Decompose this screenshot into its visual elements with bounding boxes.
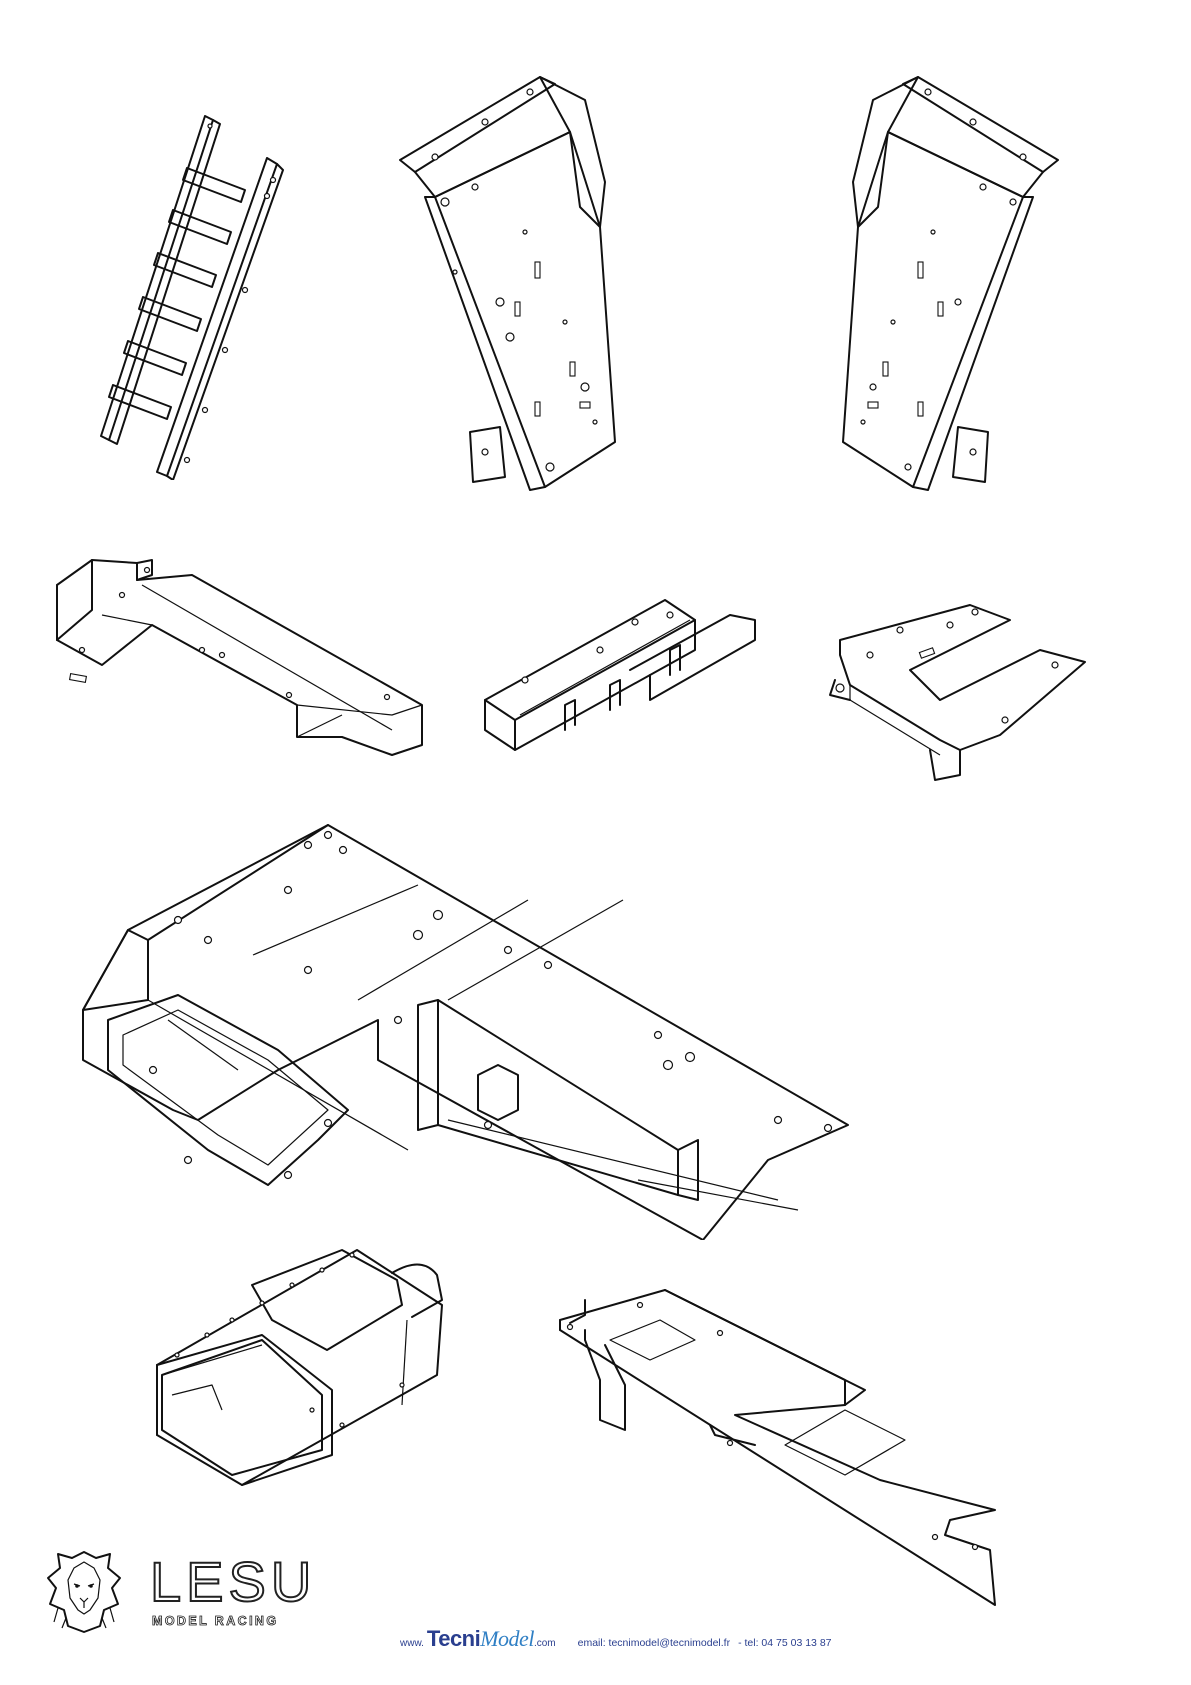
- right-step-bracket-drawing: [828, 72, 1063, 502]
- hinge-mount-plate-drawing: [810, 600, 1095, 800]
- box-housing-assembly-drawing: [152, 1245, 472, 1490]
- website-brand-tecni: Tecni: [427, 1626, 480, 1652]
- website-brand-model: Model: [480, 1626, 534, 1652]
- battery-tray-drawing: [52, 555, 427, 770]
- website-suffix: .com: [534, 1638, 556, 1649]
- contact-phone: - tel: 04 75 03 13 87: [738, 1637, 831, 1649]
- cross-member-frame-drawing: [480, 595, 760, 760]
- contact-email: email: tecnimodel@tecnimodel.fr: [578, 1637, 730, 1649]
- brand-tagline: MODEL RACING: [152, 1614, 279, 1628]
- ladder-drawing: [95, 110, 305, 480]
- left-step-bracket-drawing: [395, 72, 630, 502]
- lion-emblem-icon: [44, 1548, 124, 1634]
- website-prefix: www.: [400, 1638, 424, 1649]
- rear-deck-plate-drawing: [78, 820, 853, 1240]
- long-frame-rail-drawing: [555, 1285, 1010, 1610]
- brand-name: LESU: [150, 1554, 316, 1610]
- contact-line: www. Tecni Model .com email: tecnimodel@…: [400, 1626, 832, 1650]
